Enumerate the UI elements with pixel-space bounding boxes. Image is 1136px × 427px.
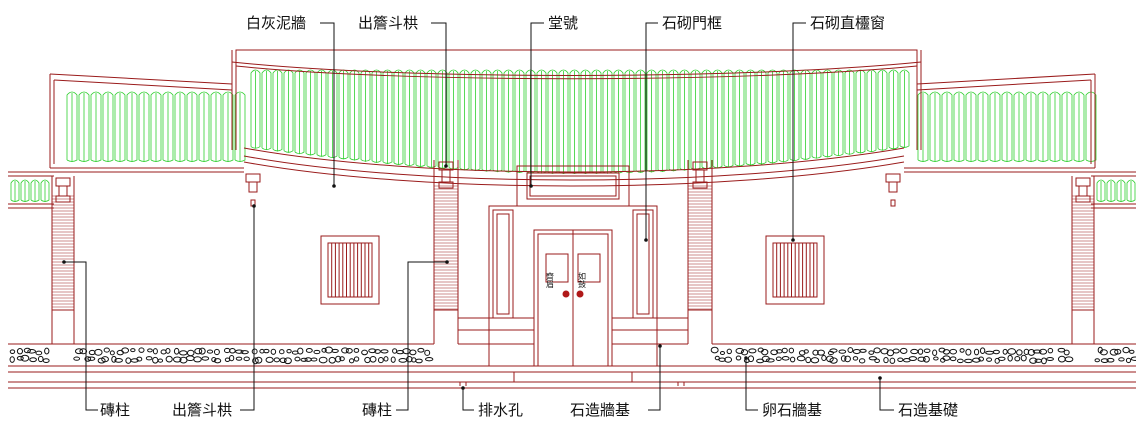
roof-tiles-right [917,91,1097,162]
label-stone-door-frame: 石砌門框 [662,14,722,32]
label-stone-window: 石砌直欞窗 [810,14,885,32]
cobble-base [9,346,1136,365]
label-cobble-wall-base: 卵石牆基 [762,401,822,419]
label-brick-column-center: 磚柱 [362,401,392,419]
label-hall-name: 堂號 [548,14,578,32]
callout-lines [62,22,894,411]
label-bracket-bottom: 出簷斗栱 [172,401,232,419]
door-couplet-right: 如鼓 [578,271,587,289]
door-frame: 齊眉 如鼓 [458,205,688,383]
window-right [765,235,825,305]
roof-tiles-far-left [10,179,50,202]
label-drain-hole: 排水孔 [478,401,523,419]
label-stone-wall-base: 石造牆基 [570,401,630,419]
window-left [320,235,380,305]
label-brick-column-left: 磚柱 [100,401,130,419]
door-couplet-left: 齊眉 [546,271,555,289]
label-bracket-top: 出簷斗栱 [358,14,418,32]
roof-tiles-far-right [1096,179,1136,202]
label-plaster-wall: 白灰泥牆 [246,14,306,32]
label-stone-foundation: 石造基礎 [898,401,958,419]
roof-tiles-center [250,69,910,174]
bracket-set [55,161,1091,207]
roof-tiles-left [66,91,246,162]
roof-outline [8,49,1136,209]
stone-foundation [8,343,1136,389]
